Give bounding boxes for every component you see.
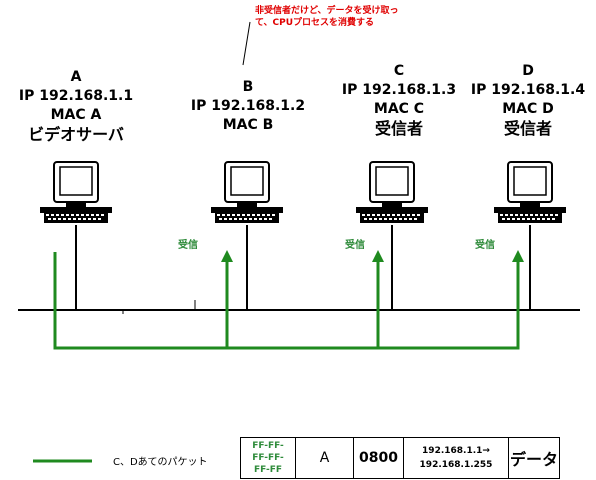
host-c-mac: MAC C: [373, 101, 425, 117]
arrow-head-d: [512, 250, 524, 262]
host-d-computer-icon: [493, 161, 567, 224]
host-a-id: A: [70, 69, 82, 85]
frame-ethertype: 0800: [354, 438, 404, 478]
frame-dst-mac-line: FF-FF: [253, 465, 283, 475]
frame-ip-dst: 192.168.1.255: [419, 460, 493, 470]
arrow-head-b: [221, 250, 233, 262]
receive-label-d: 受信: [475, 240, 495, 251]
frame-dst-mac-line: FF-FF-: [252, 441, 284, 451]
host-c-id: C: [393, 63, 405, 79]
note-pointer: [242, 21, 251, 66]
host-c-label: C IP 192.168.1.3 MAC C 受信者: [331, 62, 467, 139]
receive-label-b: 受信: [178, 240, 198, 251]
arrow-head-c: [372, 250, 384, 262]
frame-ip-addresses: 192.168.1.1→ 192.168.1.255: [404, 438, 509, 478]
frame-payload: データ: [509, 450, 558, 469]
frame-src-mac: A: [296, 438, 354, 478]
packet-frame: FF-FF- FF-FF- FF-FF A 0800 192.168.1.1→ …: [240, 437, 560, 479]
host-a-label: A IP 192.168.1.1 MAC A ビデオサーバ: [8, 68, 144, 145]
host-b-label: B IP 192.168.1.2 MAC B: [180, 78, 316, 135]
frame-ip-src: 192.168.1.1→: [422, 446, 490, 456]
receive-label-c: 受信: [345, 240, 365, 251]
host-d-mac: MAC D: [502, 101, 554, 117]
non-receiver-note: 非受信者だけど、データを受け取って、CPUプロセスを消費する: [255, 6, 399, 28]
host-d-role: 受信者: [503, 119, 552, 138]
host-d-id: D: [522, 63, 534, 79]
host-b-mac: MAC B: [222, 117, 274, 133]
host-b-computer-icon: [210, 161, 284, 224]
host-a-computer-icon: [39, 161, 113, 224]
host-a-role: ビデオサーバ: [28, 125, 124, 144]
host-c-ip: IP 192.168.1.3: [341, 82, 457, 98]
host-c-computer-icon: [355, 161, 429, 224]
frame-dst-mac: FF-FF- FF-FF- FF-FF: [241, 438, 296, 478]
legend-text: C、Dあてのパケット: [113, 457, 208, 468]
host-b-id: B: [242, 79, 254, 95]
packet-path: [53, 252, 520, 350]
host-d-label: D IP 192.168.1.4 MAC D 受信者: [460, 62, 596, 139]
host-a-ip: IP 192.168.1.1: [18, 88, 134, 104]
host-d-ip: IP 192.168.1.4: [470, 82, 586, 98]
host-a-mac: MAC A: [50, 107, 102, 123]
host-c-role: 受信者: [374, 119, 423, 138]
host-b-ip: IP 192.168.1.2: [190, 98, 306, 114]
frame-dst-mac-line: FF-FF-: [252, 453, 284, 463]
